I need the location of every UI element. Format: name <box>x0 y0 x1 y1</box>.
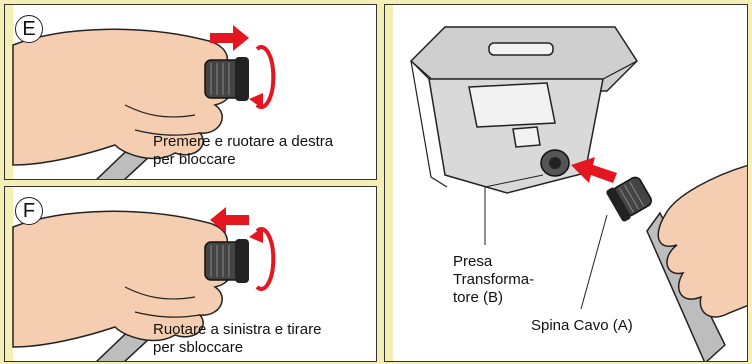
transformer-illustration <box>409 26 747 361</box>
step-badge-f: F <box>15 197 43 225</box>
plug-label: Spina Cavo (A) <box>531 317 633 334</box>
panel-e-lock: E Premere e ruotare a destra per bloccar… <box>4 4 377 180</box>
caption-line-2: per sbloccare <box>153 339 244 356</box>
socket-label-line-3: tore (B) <box>453 289 504 306</box>
panel-stripe <box>5 5 13 179</box>
hand-plug-lock-illustration <box>12 25 276 179</box>
panel-stripe <box>5 187 13 361</box>
rotate-counterclockwise-icon <box>255 227 276 291</box>
insert-arrow-icon <box>571 157 617 183</box>
panel-stripe <box>385 5 393 361</box>
pull-arrow-icon <box>210 207 249 233</box>
caption-line-1: Premere e ruotare a destra <box>153 133 334 150</box>
panel-f-unlock: F Ruotare a sinistra e tirare per sblocc… <box>4 186 377 362</box>
caption-line-2: per bloccare <box>153 151 236 168</box>
socket-label-line-1: Presa <box>453 253 493 270</box>
push-arrow-icon <box>210 25 249 51</box>
socket-label-line-2: Transforma- <box>453 271 535 288</box>
step-badge-e: E <box>15 15 43 43</box>
rotate-clockwise-icon <box>255 45 276 109</box>
panel-transformer-connection: Presa Transforma- tore (B) Spina Cavo (A… <box>384 4 748 362</box>
hand-plug-unlock-illustration <box>12 207 276 361</box>
caption-line-1: Ruotare a sinistra e tirare <box>153 321 322 338</box>
